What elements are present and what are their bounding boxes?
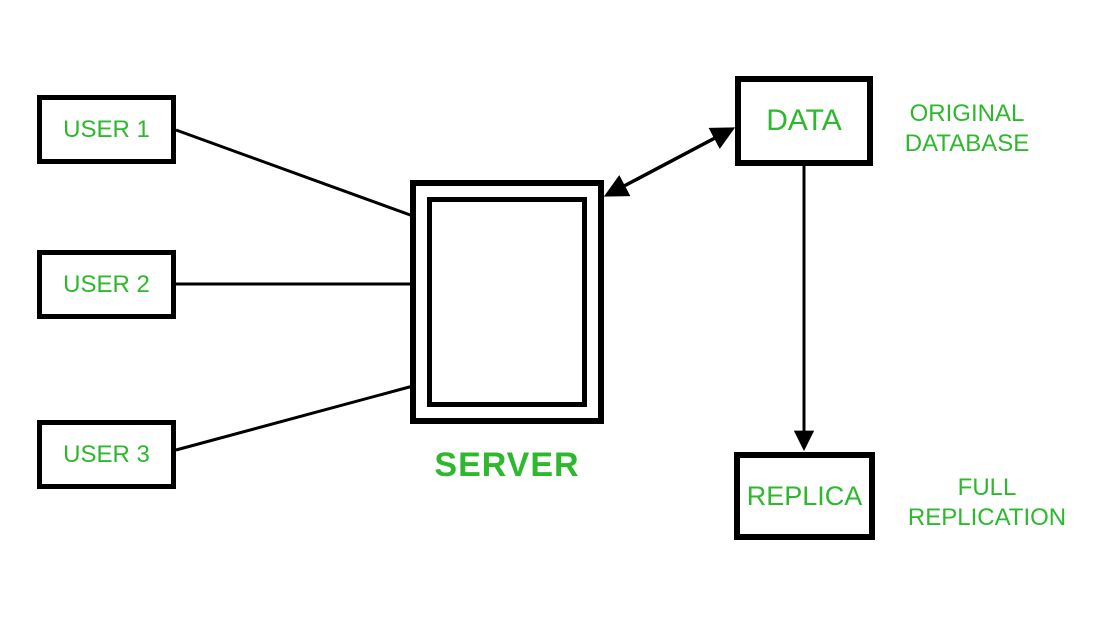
server-inner-frame [427, 197, 587, 407]
original-database-annotation: ORIGINAL DATABASE [892, 99, 1042, 159]
full-replication-line2: REPLICATION [907, 504, 1067, 531]
server-node [410, 180, 604, 424]
replica-node: REPLICA [734, 452, 875, 540]
user2-label: USER 2 [63, 270, 150, 298]
server-label: SERVER [434, 446, 580, 484]
user1-node: USER 1 [37, 95, 176, 164]
full-replication-annotation: FULL REPLICATION [889, 473, 1085, 533]
server-data-double-arrow [603, 127, 736, 197]
original-database-line1: ORIGINAL [909, 100, 1025, 127]
user1-label: USER 1 [63, 115, 150, 143]
user2-node: USER 2 [37, 250, 176, 319]
data-node: DATA [735, 76, 873, 166]
user1-server-line [175, 128, 414, 218]
data-label: DATA [766, 104, 842, 137]
user3-label: USER 3 [63, 440, 150, 468]
user3-node: USER 3 [37, 420, 176, 489]
full-replication-line1: FULL [957, 474, 1017, 501]
user3-server-line [175, 384, 414, 452]
original-database-line2: DATABASE [904, 130, 1030, 157]
replica-label: REPLICA [746, 480, 863, 511]
